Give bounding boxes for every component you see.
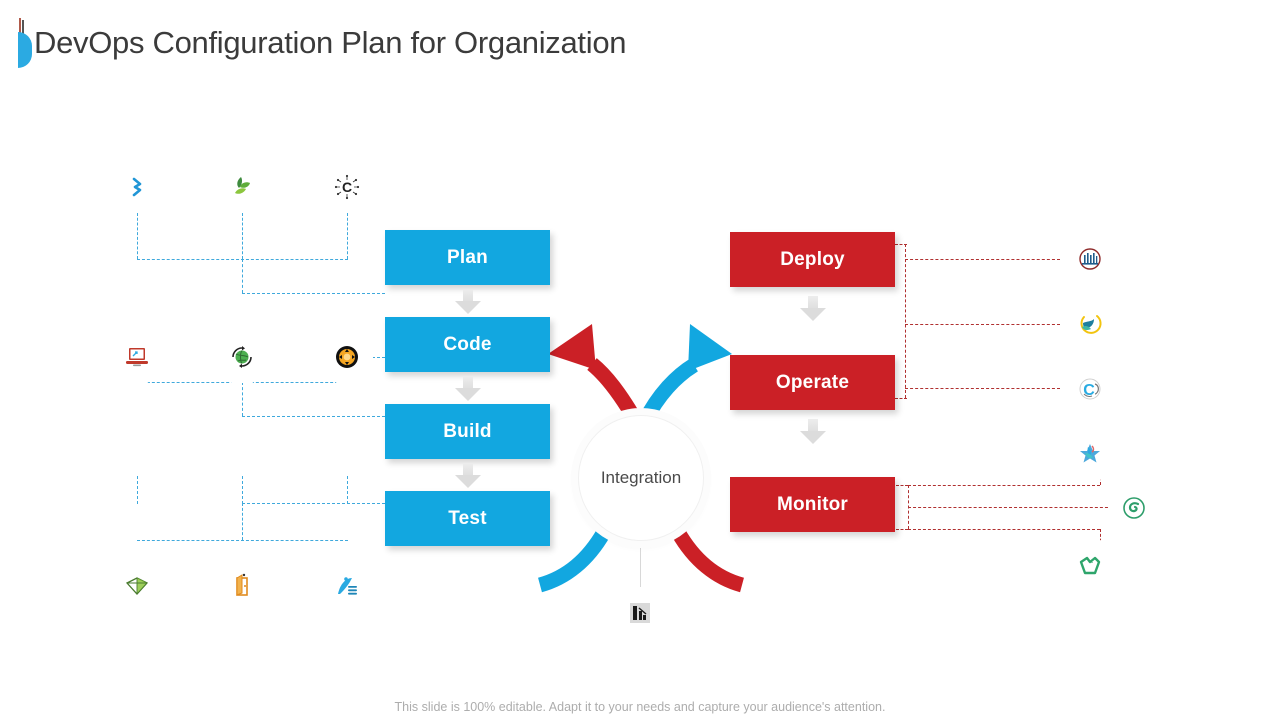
stage-box-build[interactable]: Build <box>385 404 550 459</box>
chevron-plan-to-code <box>455 289 481 315</box>
tool-chip-blue-c[interactable]: C <box>1064 363 1116 415</box>
orange-door-icon <box>236 573 248 596</box>
dash-build-icon3-rise <box>347 476 348 504</box>
integration-hub-label: Integration <box>600 468 682 487</box>
hub-to-plan-arrow <box>548 324 643 425</box>
dash-operate-stub <box>895 398 907 399</box>
tool-chip-globe-sync[interactable] <box>216 331 268 383</box>
tool-chip-orange-door[interactable] <box>216 560 268 612</box>
hub-to-monitor-arrow <box>671 528 745 593</box>
stage-box-operate-label: Operate <box>775 371 850 393</box>
editable-note: This slide is 100% editable. Adapt it to… <box>394 700 886 714</box>
dash-build-icon2-rise <box>242 476 243 504</box>
dash-deploy-to-icon1 <box>905 259 1060 260</box>
stage-box-test-label: Test <box>448 507 487 529</box>
tool-chip-star-bird[interactable] <box>1064 428 1116 480</box>
globe-sync-icon <box>232 346 252 368</box>
chevron-bracket-icon <box>132 177 142 197</box>
chevron-code-to-build <box>455 376 481 402</box>
integration-hub[interactable]: Integration <box>578 415 704 541</box>
dash-plan-icon2-drop <box>242 213 243 259</box>
dash-deploy-top-stub <box>895 244 907 245</box>
tool-chip-c-network[interactable]: C <box>321 161 373 213</box>
svg-text:C: C <box>342 179 352 195</box>
stage-box-code-label: Code <box>443 333 492 355</box>
dash-test-riser <box>242 503 243 540</box>
dash-plan-icon3-drop <box>347 213 348 259</box>
svg-text:C: C <box>1083 382 1095 399</box>
green-gem-icon <box>125 577 149 595</box>
company-leaf-logo <box>8 18 32 68</box>
dash-plan-icon1-drop <box>137 213 138 259</box>
tool-chip-bar-chart[interactable] <box>614 587 666 639</box>
diagram-stage: Plan Code Build Test Deploy Operate Moni… <box>0 92 1280 682</box>
stage-box-deploy[interactable]: Deploy <box>730 232 895 287</box>
tool-chip-bird-arc[interactable] <box>1064 298 1116 350</box>
stage-box-code[interactable]: Code <box>385 317 550 372</box>
tool-chip-green-shell[interactable] <box>1064 540 1116 592</box>
stage-box-plan[interactable]: Plan <box>385 230 550 285</box>
tool-chip-green-swirl[interactable] <box>1108 482 1160 534</box>
dash-deploy-trunk <box>905 244 906 398</box>
bird-arc-icon <box>1080 315 1102 334</box>
laptop-code-icon <box>126 348 148 367</box>
chevron-operate-to-monitor <box>800 419 826 445</box>
tool-chip-blue-feather[interactable] <box>321 560 373 612</box>
green-swirl-icon <box>1123 497 1145 519</box>
stage-box-monitor-label: Monitor <box>776 493 849 515</box>
dash-test-to-box <box>242 503 385 504</box>
dash-monitor-stub-b <box>896 529 908 530</box>
dash-plan-riser <box>242 259 243 293</box>
dash-operate-to-icon <box>905 388 1060 389</box>
c-network-icon: C <box>334 174 360 200</box>
dash-test-busbar <box>137 540 348 541</box>
dash-monitor-mid <box>908 507 1113 508</box>
hub-to-chart-line <box>640 539 641 632</box>
stage-box-monitor[interactable]: Monitor <box>730 477 895 532</box>
dash-monitor-low <box>908 529 1100 530</box>
dash-monitor-stub-t <box>896 485 908 486</box>
tool-chip-barcode-circle[interactable] <box>1064 233 1116 285</box>
bar-chart-icon <box>630 603 650 623</box>
hub-to-deploy-arrow <box>638 324 732 425</box>
dash-deploy-to-icon2 <box>905 324 1060 325</box>
dash-monitor-trunk <box>908 485 909 529</box>
stage-box-build-label: Build <box>443 420 492 442</box>
stage-box-deploy-label: Deploy <box>780 248 845 270</box>
stage-box-operate[interactable]: Operate <box>730 355 895 410</box>
tool-chip-chevron-bracket[interactable] <box>111 161 163 213</box>
chevron-build-to-test <box>455 463 481 489</box>
barcode-circle-icon <box>1079 248 1101 270</box>
green-leaves-icon <box>235 177 250 194</box>
tool-chip-laptop-code[interactable] <box>111 331 163 383</box>
chevron-deploy-to-operate <box>800 296 826 322</box>
blue-feather-icon <box>338 577 357 595</box>
stage-box-test[interactable]: Test <box>385 491 550 546</box>
orange-burst-icon <box>336 346 358 368</box>
stage-box-plan-label: Plan <box>447 246 488 268</box>
dash-plan-to-box <box>242 293 385 294</box>
dash-build-icon1-rise <box>137 476 138 504</box>
dash-build-to-box <box>242 416 385 417</box>
tool-chip-green-leaves[interactable] <box>216 161 268 213</box>
green-shell-icon <box>1079 556 1101 575</box>
blue-c-icon: C <box>1079 378 1101 400</box>
slide-header: DevOps Configuration Plan for Organizati… <box>0 0 1280 92</box>
star-bird-icon <box>1080 444 1100 463</box>
tool-chip-green-gem[interactable] <box>111 560 163 612</box>
tool-chip-orange-burst[interactable] <box>321 331 373 383</box>
dash-build-riser <box>242 382 243 416</box>
dash-monitor-top <box>908 485 1100 486</box>
page-title: DevOps Configuration Plan for Organizati… <box>34 25 627 60</box>
